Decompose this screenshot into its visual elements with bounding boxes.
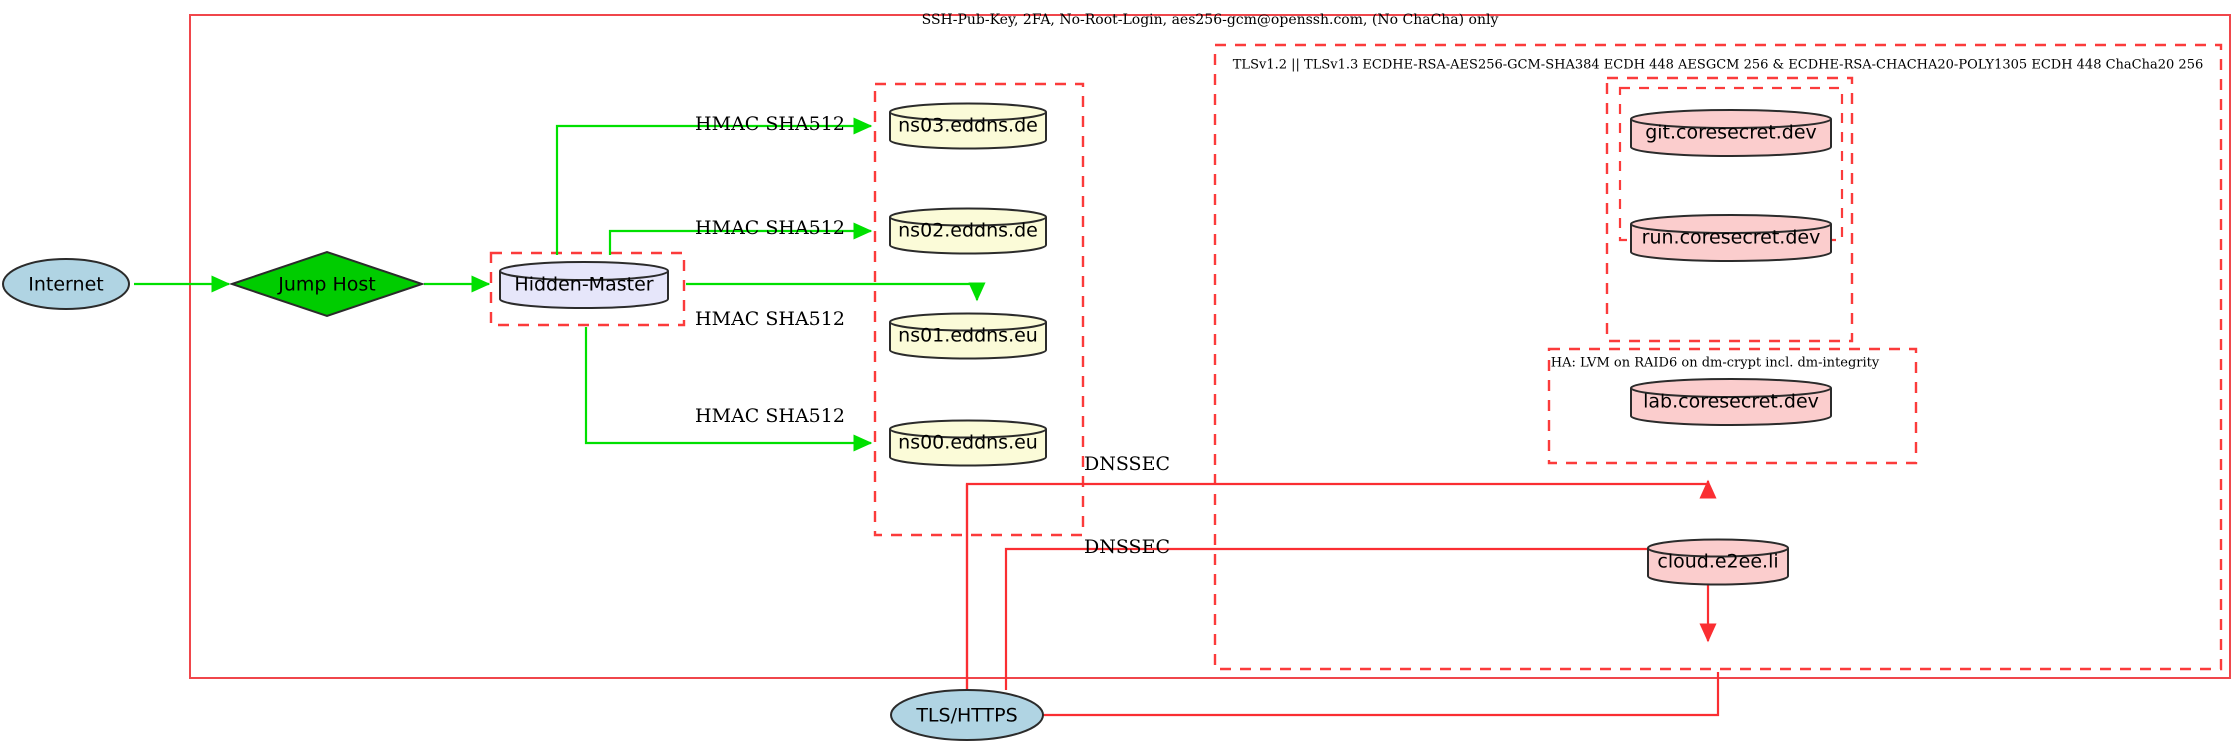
internet-ellipse xyxy=(2,258,130,310)
node-internet[interactable]: Internet xyxy=(2,258,130,310)
ha-cluster-label: HA: LVM on RAID6 on dm-crypt incl. dm-in… xyxy=(1551,356,1880,371)
ns03-label: ns03.eddns.de xyxy=(898,115,1038,137)
jump-host-diamond xyxy=(228,250,426,318)
ha-cluster-border xyxy=(1547,347,1918,465)
tls-https-ellipse xyxy=(890,689,1044,741)
ns02-cylinder xyxy=(889,207,1047,255)
git-cylinder xyxy=(1630,109,1832,157)
node-tls-https[interactable]: TLS/HTTPS xyxy=(890,689,1044,741)
ns01-label: ns01.eddns.eu xyxy=(898,325,1038,347)
ns03-cylinder xyxy=(889,102,1047,150)
edge-label-dnssec-lower: DNSSEC xyxy=(1084,536,1170,558)
ssh-cluster-label: SSH-Pub-Key, 2FA, No-Root-Login, aes256-… xyxy=(922,12,1499,28)
edge-label-hmac-ns03: HMAC SHA512 xyxy=(695,113,845,135)
git-cylinder-top xyxy=(1630,118,1832,129)
tls-cluster-label: TLSv1.2 || TLSv1.3 ECDHE-RSA-AES256-GCM-… xyxy=(1233,58,2203,73)
ns00-cylinder-top xyxy=(889,428,1047,439)
edge-hiddenmaster-ns02 xyxy=(608,222,873,255)
node-ns02[interactable]: ns02.eddns.de xyxy=(889,207,1047,255)
ssh-cluster-border xyxy=(189,14,2231,679)
jump-host-label: Jump Host xyxy=(277,274,376,296)
ns02-label: ns02.eddns.de xyxy=(898,220,1038,242)
run-label: run.coresecret.dev xyxy=(1642,227,1821,249)
edge-label-hmac-ns01: HMAC SHA512 xyxy=(695,308,845,330)
node-ns01[interactable]: ns01.eddns.eu xyxy=(889,312,1047,360)
node-ns00[interactable]: ns00.eddns.eu xyxy=(889,419,1047,467)
hidden-master-cylinder-top xyxy=(499,270,669,281)
node-jump-host[interactable]: Jump Host xyxy=(228,250,426,318)
edge-hiddenmaster-ns01 xyxy=(686,282,986,302)
coresecret-outer-cluster-border xyxy=(1605,76,1854,343)
edge-label-hmac-ns02: HMAC SHA512 xyxy=(695,217,845,239)
node-lab-coresecret[interactable]: lab.coresecret.dev xyxy=(1630,378,1832,426)
ns00-cylinder xyxy=(889,419,1047,467)
internet-label: Internet xyxy=(28,274,103,296)
tls-cluster-border xyxy=(1213,43,2223,671)
hidden-master-cluster-border xyxy=(489,251,686,327)
node-hidden-master[interactable]: Hidden-Master xyxy=(499,261,669,309)
cloud-label: cloud.e2ee.li xyxy=(1657,551,1778,573)
edge-hiddenmaster-ns00 xyxy=(584,327,873,452)
lab-cylinder-top xyxy=(1630,387,1832,398)
edge-tlshttps-out xyxy=(1043,672,1720,717)
git-label: git.coresecret.dev xyxy=(1645,122,1817,144)
ns01-cylinder xyxy=(889,312,1047,360)
ns03-cylinder-top xyxy=(889,111,1047,122)
ns02-cylinder-top xyxy=(889,216,1047,227)
edge-label-hmac-ns00: HMAC SHA512 xyxy=(695,405,845,427)
edge-hiddenmaster-ns03 xyxy=(555,117,873,255)
run-cylinder-top xyxy=(1630,223,1832,234)
ns01-cylinder-top xyxy=(889,321,1047,332)
edge-dnssec-upper xyxy=(965,479,1717,715)
node-ns03[interactable]: ns03.eddns.de xyxy=(889,102,1047,150)
hidden-master-label: Hidden-Master xyxy=(514,274,653,296)
edge-dnssec-lower xyxy=(1004,547,1717,690)
ns00-label: ns00.eddns.eu xyxy=(898,432,1038,454)
hidden-master-cylinder xyxy=(499,261,669,309)
cloud-cylinder xyxy=(1647,538,1789,586)
node-git-coresecret[interactable]: git.coresecret.dev xyxy=(1630,109,1832,157)
lab-label: lab.coresecret.dev xyxy=(1643,391,1819,413)
nameserver-cluster-border xyxy=(873,82,1085,537)
edge-label-dnssec-upper: DNSSEC xyxy=(1084,453,1170,475)
cloud-cylinder-top xyxy=(1647,547,1789,558)
tls-https-label: TLS/HTTPS xyxy=(915,705,1017,727)
node-run-coresecret[interactable]: run.coresecret.dev xyxy=(1630,214,1832,262)
lab-cylinder xyxy=(1630,378,1832,426)
node-cloud-e2ee[interactable]: cloud.e2ee.li xyxy=(1647,538,1789,586)
run-cylinder xyxy=(1630,214,1832,262)
